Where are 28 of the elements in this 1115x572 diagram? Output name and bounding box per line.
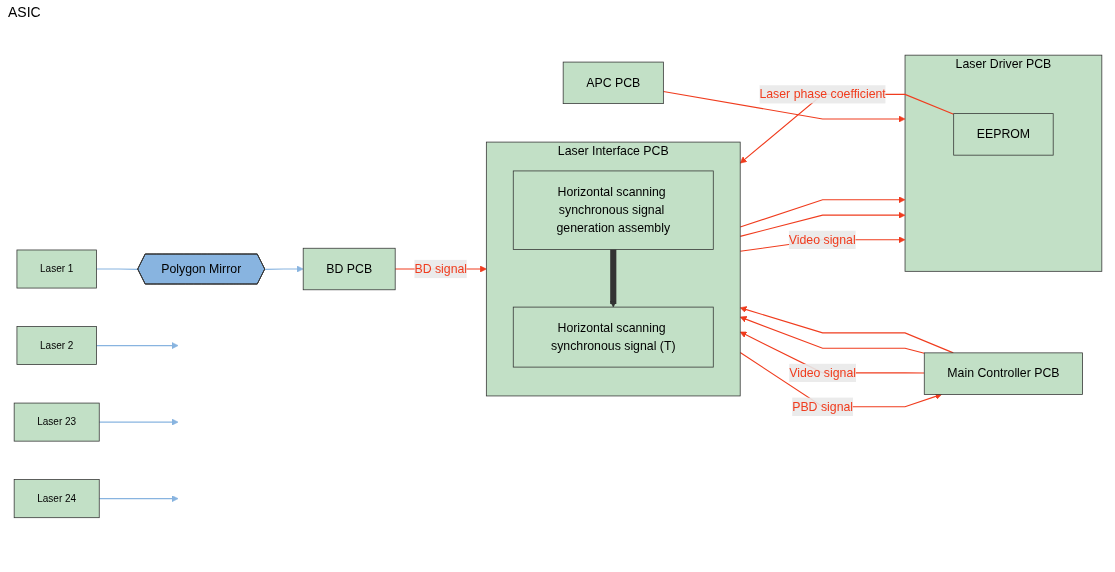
arrow xyxy=(98,418,178,426)
arrow xyxy=(95,341,178,349)
arrow xyxy=(739,195,905,228)
edge-label: Laser phase coefficient xyxy=(758,87,886,101)
arrow xyxy=(609,249,617,307)
node-box: Main Controller PCB xyxy=(923,352,1083,395)
arrow xyxy=(98,494,178,502)
node-box: Laser 2 xyxy=(16,325,97,365)
node-box: Horizontal scanning synchronous signal (T) xyxy=(512,306,714,368)
arrow xyxy=(264,265,303,272)
node-box: Laser 1 xyxy=(16,249,97,288)
node-box: BD PCB xyxy=(302,247,396,290)
arrow xyxy=(739,315,925,354)
node-box: Horizontal scanning synchronous signal generation assembly xyxy=(512,170,714,250)
edge-label: PBD signal xyxy=(791,399,853,413)
arrow xyxy=(739,305,954,354)
edge-label: BD signal xyxy=(413,261,467,275)
arrow xyxy=(739,351,942,407)
arrow xyxy=(662,90,905,122)
arrow xyxy=(739,211,905,237)
chip-label: ASIC xyxy=(8,4,41,20)
node-box: APC PCB xyxy=(562,61,664,104)
connector xyxy=(95,268,139,270)
node-box: Laser 24 xyxy=(13,478,100,518)
node-box: EEPROM xyxy=(952,112,1054,156)
edge-label: Video signal xyxy=(788,232,856,246)
edge-label: Video signal xyxy=(788,365,856,379)
node-box: Laser 23 xyxy=(13,402,100,442)
